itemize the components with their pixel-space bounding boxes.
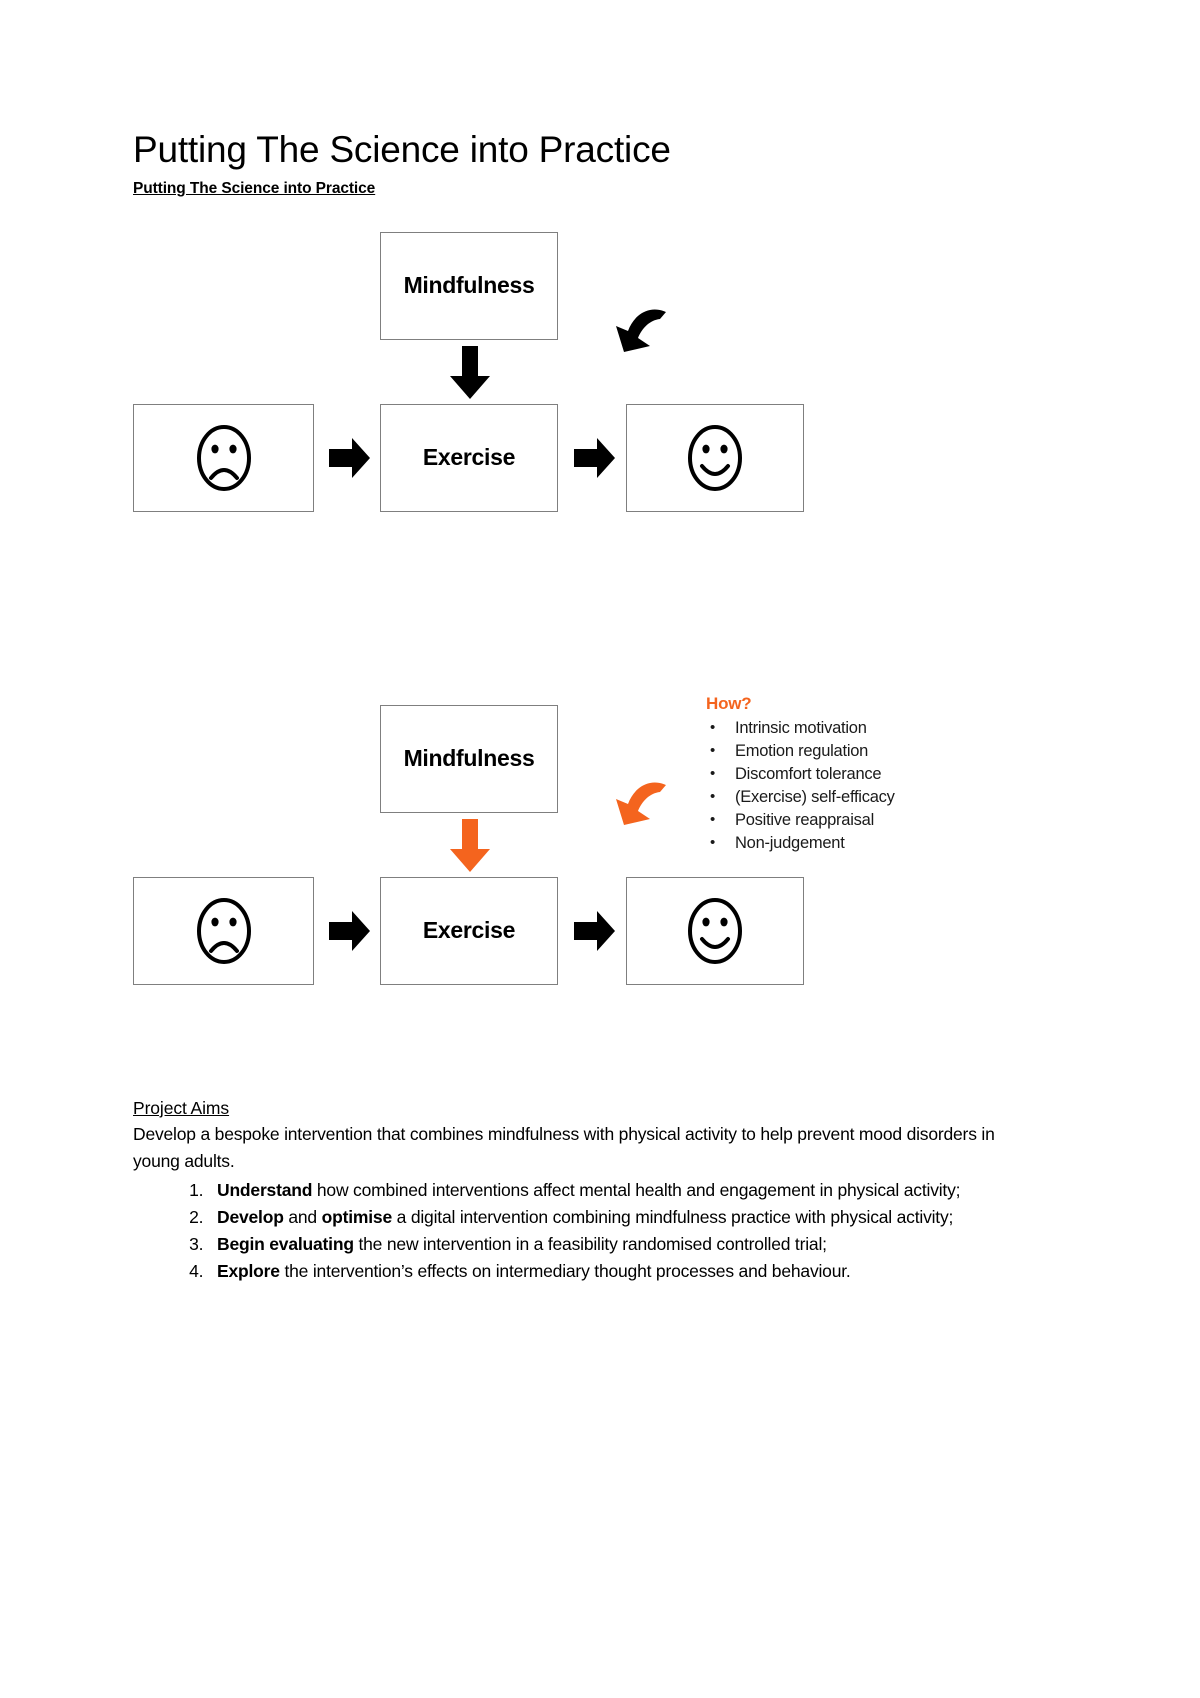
frowning-face-icon — [196, 897, 251, 964]
project-aims-list: Understand how combined interventions af… — [133, 1177, 1067, 1285]
list-item: Positive reappraisal — [706, 808, 1006, 832]
aim-rest: the intervention’s effects on intermedia… — [279, 1260, 851, 1281]
page-title: Putting The Science into Practice — [133, 129, 671, 170]
project-aims-intro: Develop a bespoke intervention that comb… — [133, 1123, 995, 1171]
diagram1-box-mindfulness: Mindfulness — [380, 231, 558, 340]
diagram2-box-mindfulness: Mindfulness — [380, 704, 558, 813]
document-content: Putting The Science into Practice Puttin… — [133, 0, 1067, 1285]
list-item: Develop and optimise a digital intervent… — [208, 1204, 999, 1231]
diagram1-box-frowning-face — [133, 403, 314, 512]
list-item: Non-judgement — [706, 831, 1006, 855]
flow-diagram-black: Mindfulness Exercise — [133, 220, 1067, 550]
diagram2-down-arrow-icon — [450, 818, 490, 872]
list-item: (Exercise) self-efficacy — [706, 785, 1006, 809]
how-panel-title: How? — [706, 693, 752, 713]
list-item: Intrinsic motivation — [706, 716, 1006, 740]
diagram2-right-arrow-2-icon — [574, 910, 615, 951]
diagram1-mindfulness-label: Mindfulness — [403, 272, 535, 299]
smiling-face-icon — [688, 897, 742, 964]
project-aims-section: Project Aims Develop a bespoke intervent… — [133, 1098, 1067, 1285]
how-panel: How? Intrinsic motivation Emotion regula… — [706, 694, 1006, 855]
page-subtitle: Putting The Science into Practice — [133, 179, 376, 197]
diagram1-right-arrow-1-icon — [329, 437, 370, 478]
diagram1-curved-arrow-icon — [616, 309, 666, 352]
project-aims-heading: Project Aims — [133, 1097, 230, 1118]
flow-diagram-orange: Mindfulness Exercise — [133, 693, 1067, 1023]
list-item: Begin evaluating the new intervention in… — [208, 1231, 999, 1258]
list-item: Discomfort tolerance — [706, 762, 1006, 786]
aim-rest: the new intervention in a feasibility ra… — [353, 1233, 827, 1254]
diagram2-box-exercise: Exercise — [380, 876, 558, 985]
smiling-face-icon — [688, 424, 742, 491]
list-item: Understand how combined interventions af… — [208, 1177, 999, 1204]
diagram1-exercise-label: Exercise — [422, 444, 516, 471]
aim-lead2: optimise — [321, 1206, 393, 1227]
aim-lead: Begin evaluating — [217, 1233, 354, 1254]
diagram2-box-smiling-face — [626, 876, 804, 985]
aim-lead: Understand — [217, 1179, 313, 1200]
how-panel-list: Intrinsic motivation Emotion regulation … — [706, 716, 1006, 855]
list-item: Emotion regulation — [706, 739, 1006, 763]
diagram1-box-exercise: Exercise — [380, 403, 558, 512]
diagram1-right-arrow-2-icon — [574, 437, 615, 478]
aim-mid: and — [283, 1206, 322, 1227]
aim-rest: how combined interventions affect mental… — [312, 1179, 961, 1200]
list-item: Explore the intervention’s effects on in… — [208, 1258, 999, 1285]
diagram1-down-arrow-icon — [450, 345, 490, 399]
diagram2-exercise-label: Exercise — [422, 917, 516, 944]
diagram1-box-smiling-face — [626, 403, 804, 512]
aim-lead: Explore — [217, 1260, 280, 1281]
diagram2-curved-arrow-icon — [616, 782, 666, 825]
aim-rest: a digital intervention combining mindful… — [391, 1206, 954, 1227]
diagram2-right-arrow-1-icon — [329, 910, 370, 951]
aim-lead: Develop — [217, 1206, 284, 1227]
diagram2-box-frowning-face — [133, 876, 314, 985]
frowning-face-icon — [196, 424, 251, 491]
diagram2-mindfulness-label: Mindfulness — [403, 745, 535, 772]
